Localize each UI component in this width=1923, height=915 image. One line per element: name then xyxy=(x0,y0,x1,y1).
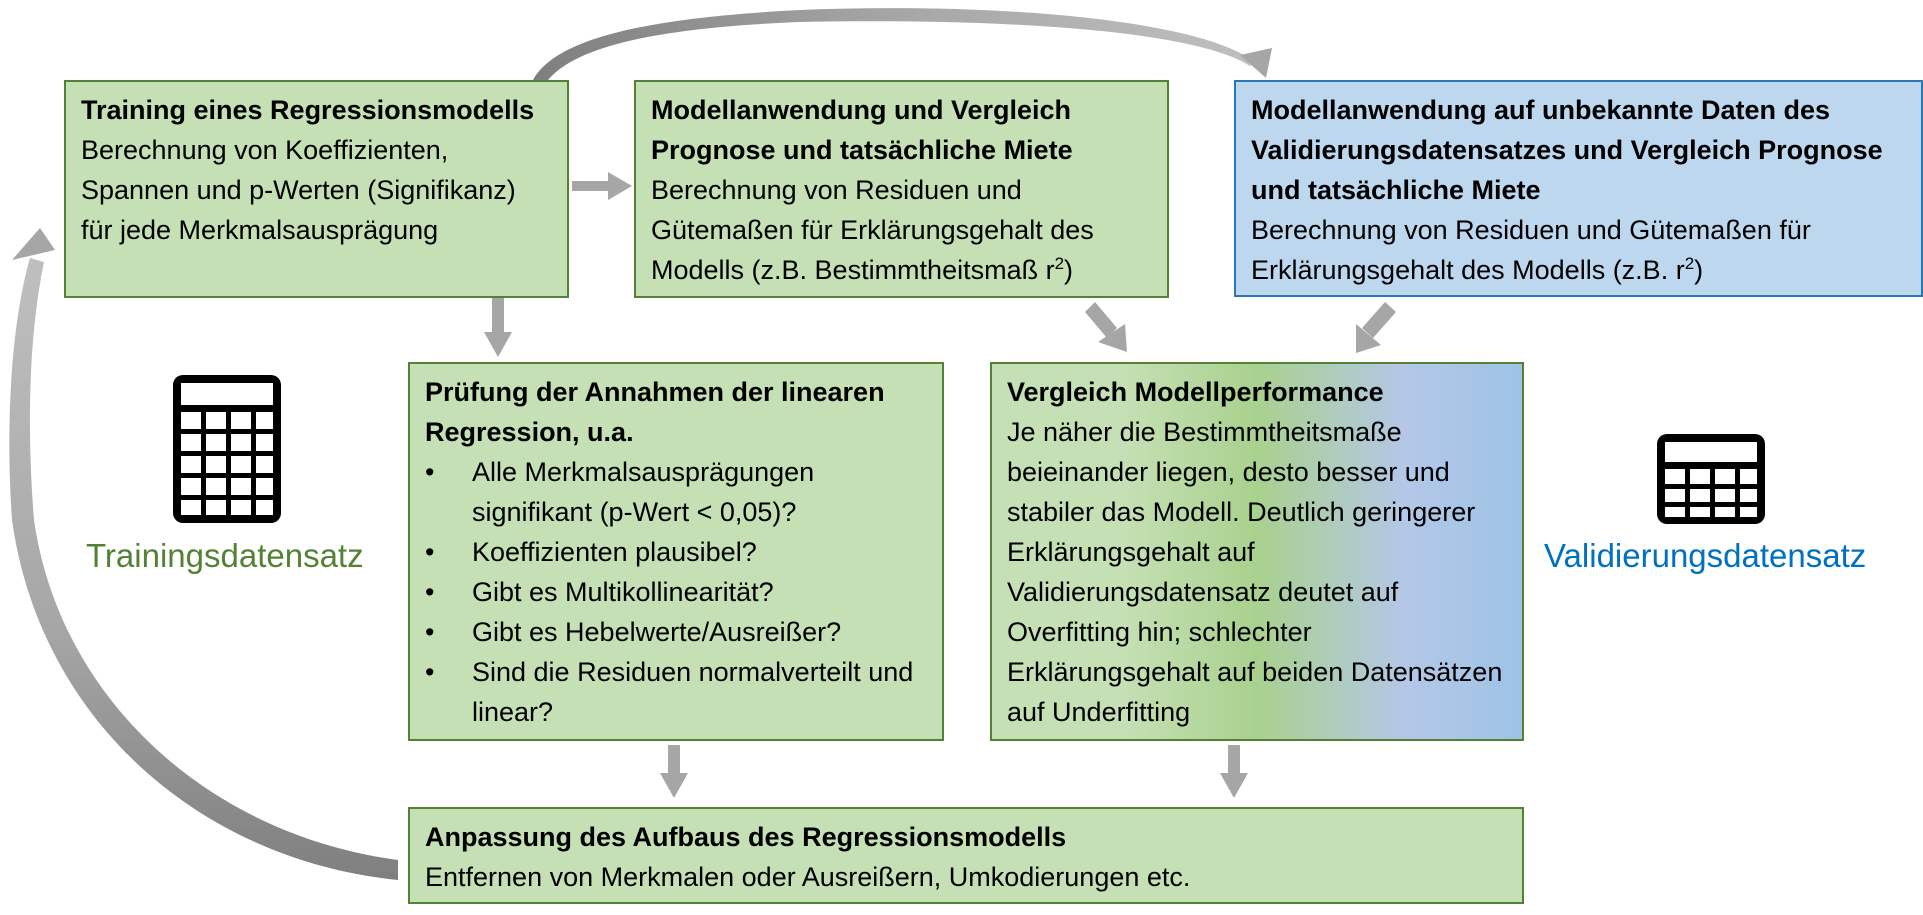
spreadsheet-icon xyxy=(1657,434,1765,524)
validation-application-box: Modellanwendung auf unbekannte Daten des… xyxy=(1234,80,1923,297)
assumptions-title: Prüfung der Annahmen der linearen Regres… xyxy=(425,377,885,447)
comparison-box: Vergleich Modellperformance Je näher die… xyxy=(990,362,1524,741)
assumptions-item: Gibt es Multikollinearität? xyxy=(425,572,928,612)
adjustment-box: Anpassung des Aufbaus des Regressionsmod… xyxy=(408,807,1524,904)
arrow-assumptions-to-adjustment xyxy=(660,745,688,798)
application-body: Berechnung von Residuen und Gütemaßen fü… xyxy=(651,170,1153,290)
arrow-training-to-application xyxy=(572,172,632,200)
adjustment-title: Anpassung des Aufbaus des Regressionsmod… xyxy=(425,822,1067,852)
spreadsheet-icon xyxy=(173,375,281,523)
validation-application-body-end: ) xyxy=(1694,255,1704,285)
training-body: Berechnung von Koeffizienten, Spannen un… xyxy=(81,135,516,245)
arrow-comparison-to-adjustment xyxy=(1220,745,1248,798)
application-body-end: ) xyxy=(1064,255,1074,285)
application-title: Modellanwendung und Vergleich Prognose u… xyxy=(651,95,1073,165)
validation-dataset-label: Validierungsdatensatz xyxy=(1544,537,1867,574)
application-body-superscript: 2 xyxy=(1054,254,1065,273)
validation-application-body-text: Berechnung von Residuen und Gütemaßen fü… xyxy=(1251,215,1811,285)
training-box: Training eines Regressionsmodells Berech… xyxy=(64,80,569,298)
assumptions-box: Prüfung der Annahmen der linearen Regres… xyxy=(408,362,944,741)
validation-application-title: Modellanwendung auf unbekannte Daten des… xyxy=(1251,95,1883,205)
curved-arrow-top xyxy=(533,8,1272,80)
assumptions-item: Gibt es Hebelwerte/Ausreißer? xyxy=(425,612,928,652)
assumptions-item: Sind die Residuen normalverteilt und lin… xyxy=(425,652,928,732)
assumptions-item: Alle Merkmalsausprägungen signifikant (p… xyxy=(425,452,928,532)
comparison-title: Vergleich Modellperformance xyxy=(1007,377,1384,407)
arrow-application-to-comparison xyxy=(1085,302,1127,352)
validation-application-body-superscript: 2 xyxy=(1684,254,1695,273)
validation-application-body: Berechnung von Residuen und Gütemaßen fü… xyxy=(1251,210,1907,290)
assumptions-item: Koeffizienten plausibel? xyxy=(425,532,928,572)
arrow-validation-to-comparison xyxy=(1356,302,1396,353)
adjustment-body: Entfernen von Merkmalen oder Ausreißern,… xyxy=(425,862,1191,892)
application-body-text: Berechnung von Residuen und Gütemaßen fü… xyxy=(651,175,1094,285)
training-title: Training eines Regressionsmodells xyxy=(81,95,535,125)
curved-arrow-left xyxy=(9,228,398,880)
arrow-training-to-assumptions xyxy=(484,298,512,357)
assumptions-list: Alle Merkmalsausprägungen signifikant (p… xyxy=(425,452,928,732)
comparison-body: Je näher die Bestimmtheitsmaße beieinand… xyxy=(1007,417,1503,727)
application-box: Modellanwendung und Vergleich Prognose u… xyxy=(634,80,1169,298)
training-dataset-label: Trainingsdatensatz xyxy=(86,537,364,574)
